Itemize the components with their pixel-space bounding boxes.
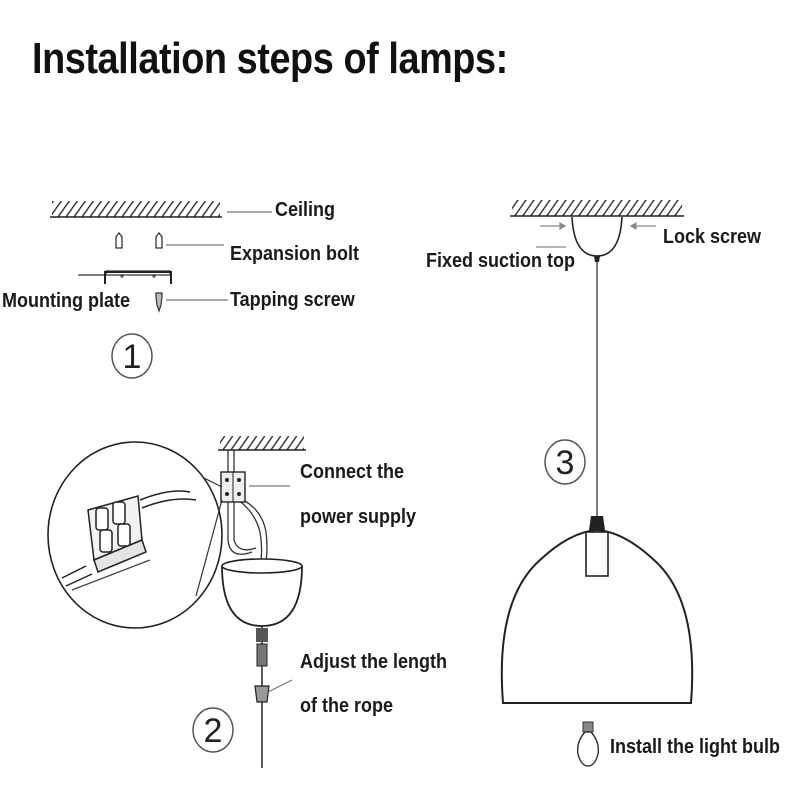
tapping-screw-label: Tapping screw <box>230 289 355 311</box>
connect-power-label-line1: Connect the <box>300 461 405 483</box>
step2-number-circle <box>192 707 234 753</box>
light-bulb-icon <box>576 721 600 767</box>
step1-number: 1 <box>123 338 142 376</box>
step2-leader-lines <box>249 485 293 693</box>
adjust-rope-label-line1: Adjust the length <box>300 651 447 673</box>
adjust-rope-label-line2: of the rope <box>300 695 394 717</box>
lock-screw-arrows <box>536 221 656 248</box>
canopy-icon <box>221 558 303 627</box>
step1-leader-lines <box>166 211 272 301</box>
tapping-screw-icon <box>155 292 163 313</box>
fixed-suction-top-label: Fixed suction top <box>426 250 576 272</box>
rope-adjuster-icon <box>254 626 270 768</box>
step1-number-circle <box>111 333 153 379</box>
power-wires <box>227 450 268 576</box>
step1-ceiling-hatch <box>50 201 222 218</box>
lamp-shade-icon <box>500 516 694 704</box>
ceiling-label: Ceiling <box>275 199 336 221</box>
suction-top-icon <box>571 216 623 262</box>
page-title: Installation steps of lamps: <box>32 34 508 83</box>
expansion-bolt-icon <box>115 231 163 249</box>
install-bulb-label: Install the light bulb <box>610 736 781 758</box>
mounting-plate-icon <box>78 270 172 284</box>
expansion-bolt-label: Expansion bolt <box>230 243 360 265</box>
mounting-plate-label: Mounting plate <box>2 290 130 312</box>
lock-screw-label: Lock screw <box>663 226 762 248</box>
connector-block-icon <box>61 490 197 591</box>
step3-number: 3 <box>556 444 575 482</box>
connect-power-label-line2: power supply <box>300 506 417 528</box>
terminal-block-icon <box>220 471 246 503</box>
step2-ceiling-hatch <box>218 436 306 451</box>
step2-number: 2 <box>204 712 223 750</box>
step3-ceiling-hatch <box>510 200 684 217</box>
step3-number-circle <box>544 439 586 485</box>
